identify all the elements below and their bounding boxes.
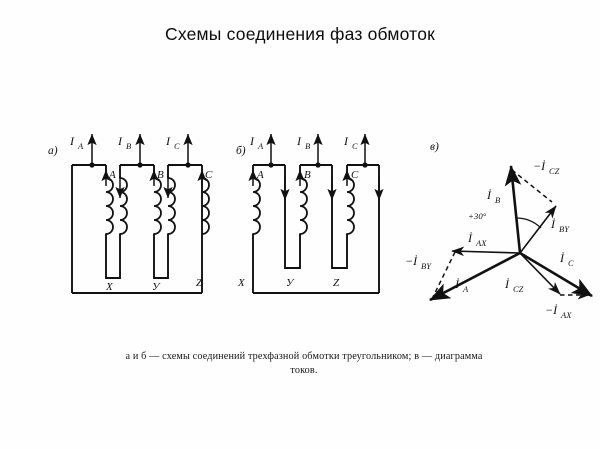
svg-text:C: C [352, 141, 358, 151]
vector-neg-iby [432, 251, 456, 298]
caption-line-2: токов. [290, 365, 318, 376]
svg-text:İ: İ [559, 251, 565, 265]
svg-text:A: A [257, 141, 264, 151]
svg-text:C: C [568, 258, 574, 268]
svg-text:−İ: −İ [545, 303, 558, 317]
vector-label-neg-iax: −İ AX [545, 303, 572, 320]
vector-iax [451, 246, 521, 257]
diagram-b: б) I A I B I C [236, 133, 384, 294]
terminal-label-x: X [105, 281, 114, 293]
vector-label-icz: İ CZ [504, 277, 524, 294]
vector-ic [519, 251, 593, 298]
terminal-label-b: B [157, 169, 164, 181]
terminal-label-a: A [108, 169, 116, 181]
svg-text:I: I [69, 134, 75, 148]
vector-label-ib: İ B [486, 188, 500, 205]
vector-label-neg-icz: −İ CZ [533, 159, 560, 176]
terminal-label-c: C [205, 169, 213, 181]
vector-ib [504, 164, 522, 254]
svg-text:−İ: −İ [405, 254, 418, 268]
angle-arc [515, 217, 542, 229]
vector-label-iby: İ BY [550, 217, 570, 234]
svg-text:BY: BY [421, 261, 432, 271]
vector-label-neg-iby: −İ BY [405, 254, 432, 271]
vector-icz [519, 252, 561, 295]
svg-text:İ: İ [486, 188, 492, 202]
terminal-label-c: C [351, 169, 359, 181]
line-current-label-b-2: I B [296, 134, 310, 151]
svg-text:−İ: −İ [533, 159, 546, 173]
vector-label-ic: İ C [559, 251, 574, 268]
svg-text:İ: İ [550, 217, 556, 231]
svg-text:I: I [343, 134, 349, 148]
terminal-label-b: B [304, 169, 311, 181]
svg-text:BY: BY [559, 224, 570, 234]
line-current-label-a-2: I B [117, 134, 131, 151]
svg-text:AX: AX [475, 238, 487, 248]
vector-ia [429, 251, 521, 302]
svg-text:B: B [126, 141, 131, 151]
line-current-label-b-3: I C [343, 134, 358, 151]
panel-label-v: в) [430, 141, 439, 153]
terminal-label-a: A [256, 169, 264, 181]
diagram-a: а) I A I B I C [48, 133, 213, 294]
terminal-label-y: У [286, 277, 295, 289]
line-current-label-a-1: I A [69, 134, 84, 151]
line-current-label-b-1: I A [249, 134, 264, 151]
svg-text:CZ: CZ [549, 166, 560, 176]
svg-text:CZ: CZ [513, 284, 524, 294]
terminal-label-z: Z [196, 277, 203, 289]
svg-text:İ: İ [467, 231, 473, 245]
svg-text:AX: AX [560, 310, 572, 320]
svg-text:C: C [174, 141, 180, 151]
line-current-label-a-3: I C [165, 134, 180, 151]
line-current-arrows-a [87, 133, 193, 165]
vector-neg-icz [511, 169, 553, 203]
svg-text:B: B [495, 195, 500, 205]
caption-line-1: а и б — схемы соединений трехфазной обмо… [125, 351, 483, 362]
svg-text:İ: İ [454, 277, 460, 291]
phasor-diagram: в) [405, 141, 593, 320]
line-current-arrows-b [266, 133, 370, 165]
svg-text:İ: İ [504, 277, 510, 291]
svg-text:B: B [305, 141, 310, 151]
terminal-label-z: Z [333, 277, 340, 289]
vector-iby [519, 205, 557, 254]
terminal-label-y: У [152, 281, 161, 293]
svg-text:A: A [77, 141, 84, 151]
page-title: Схемы соединения фаз обмоток [165, 24, 435, 44]
svg-text:A: A [462, 284, 469, 294]
svg-text:I: I [249, 134, 255, 148]
terminal-label-x: X [237, 277, 246, 289]
angle-label: +30° [468, 211, 487, 221]
vector-label-ia: İ A [454, 277, 469, 294]
figure-area: а) I A I B I C [0, 118, 600, 398]
panel-label-a: а) [48, 145, 58, 157]
panel-label-b: б) [236, 145, 246, 157]
svg-text:I: I [117, 134, 123, 148]
svg-text:I: I [296, 134, 302, 148]
svg-text:I: I [165, 134, 171, 148]
vector-label-iax: İ AX [467, 231, 487, 248]
figure-caption: а и б — схемы соединений трехфазной обмо… [48, 350, 560, 378]
